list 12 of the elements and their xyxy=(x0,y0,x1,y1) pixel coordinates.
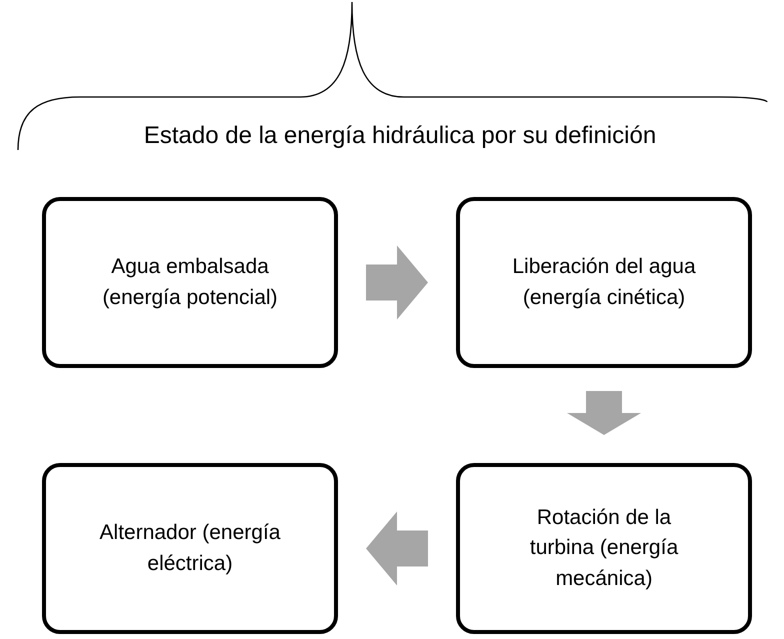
process-box xyxy=(456,463,752,634)
process-box xyxy=(42,197,338,368)
diagram-title: Estado de la energía hidráulica por su definición xyxy=(142,122,658,150)
block-arrow xyxy=(366,246,428,320)
box-text: Alternador (energía eléctrica) xyxy=(98,520,282,576)
box-text: Agua embalsada (energía potencial) xyxy=(101,254,279,310)
block-arrow xyxy=(567,391,641,435)
box-text: Liberación del agua (energía cinética) xyxy=(511,254,697,310)
process-box xyxy=(456,197,752,368)
block-arrow xyxy=(366,512,428,586)
box-text: Rotación de la turbina (energía mecánica) xyxy=(528,504,680,592)
process-box xyxy=(42,463,338,634)
